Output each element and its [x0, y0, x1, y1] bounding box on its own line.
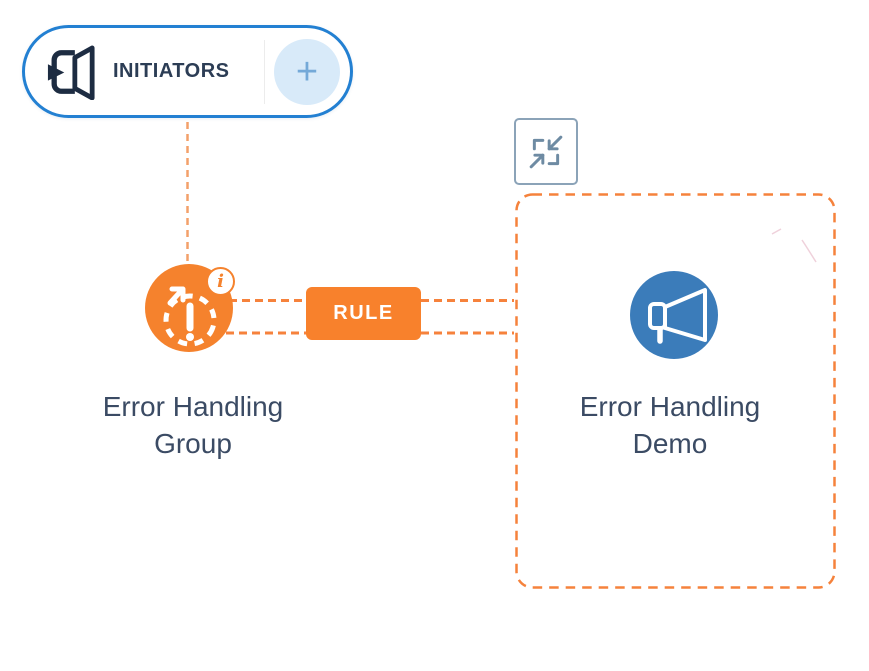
demo-caption-line2: Demo — [632, 428, 708, 459]
group-caption-line1: Error Handling — [102, 391, 284, 422]
rule-badge[interactable]: RULE — [306, 287, 421, 340]
group-frame — [515, 193, 836, 589]
collapse-arrows-icon — [529, 135, 563, 168]
pill-divider — [264, 39, 265, 104]
error-handling-demo-container[interactable]: Error Handling Demo — [515, 193, 836, 589]
demo-caption-line1: Error Handling — [579, 391, 761, 422]
initiators-button[interactable]: INITIATORS + — [22, 25, 353, 118]
retry-exclamation-icon — [163, 286, 217, 347]
error-handling-group-node[interactable]: i — [145, 264, 235, 352]
initiators-label: INITIATORS — [113, 60, 230, 82]
info-badge[interactable]: i — [206, 267, 235, 296]
add-initiator-button[interactable]: + — [274, 38, 340, 105]
demo-node-caption: Error Handling Demo — [510, 388, 830, 462]
error-handling-demo-node[interactable] — [630, 271, 718, 359]
stray-mark — [771, 228, 817, 263]
group-node-caption: Error Handling Group — [33, 388, 353, 462]
megaphone-icon — [648, 288, 707, 344]
group-caption-line2: Group — [154, 428, 232, 459]
door-enter-icon — [46, 44, 96, 100]
collapse-group-button[interactable] — [514, 118, 578, 185]
